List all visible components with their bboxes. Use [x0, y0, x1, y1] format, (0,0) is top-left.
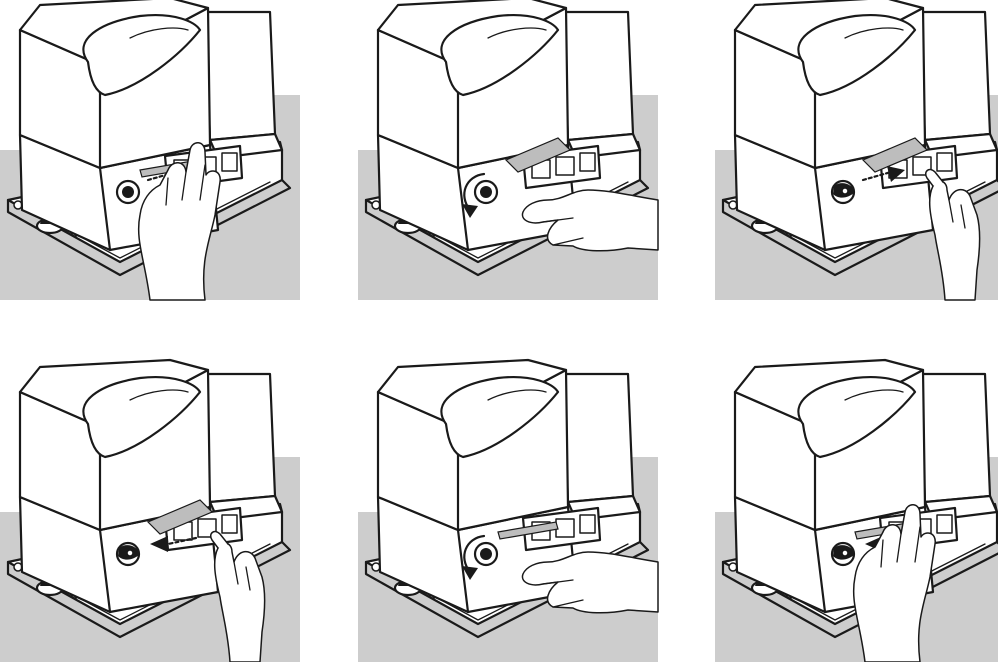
step-panel-3: [715, 0, 998, 300]
step-illustration: [715, 0, 998, 300]
rear-housing: [920, 374, 990, 502]
release-lever: [832, 181, 855, 203]
rear-housing: [205, 12, 275, 140]
rear-housing: [563, 374, 633, 502]
rear-housing: [205, 374, 275, 502]
step-panel-2: [358, 0, 658, 300]
release-lever: [117, 543, 140, 565]
lever-pin: [842, 550, 848, 556]
label-box: [580, 153, 595, 171]
rear-housing: [920, 12, 990, 140]
lever-pin: [127, 550, 133, 556]
step-panel-4: [0, 362, 300, 662]
label-box: [556, 519, 574, 537]
label-box: [222, 153, 237, 171]
step-panel-6: [715, 362, 998, 662]
step-illustration: [715, 362, 998, 662]
release-lever: [832, 543, 855, 565]
step-illustration: [0, 0, 300, 300]
lever-pin: [842, 188, 848, 194]
label-box: [580, 515, 595, 533]
lever-core: [480, 548, 492, 560]
release-lever: [475, 181, 497, 203]
label-box: [937, 153, 952, 171]
step-illustration: [0, 362, 300, 662]
label-box: [556, 157, 574, 175]
gate-operator: [358, 360, 658, 662]
release-lever: [475, 543, 497, 565]
lever-core: [122, 186, 134, 198]
label-box: [222, 515, 237, 533]
step-panel-1: [0, 0, 300, 300]
step-illustration: [358, 0, 658, 300]
gate-operator: [358, 0, 658, 300]
label-box: [937, 515, 952, 533]
step-panel-5: [358, 362, 658, 662]
release-lever: [117, 181, 139, 203]
lever-core: [480, 186, 492, 198]
rear-housing: [563, 12, 633, 140]
step-illustration: [358, 362, 658, 662]
